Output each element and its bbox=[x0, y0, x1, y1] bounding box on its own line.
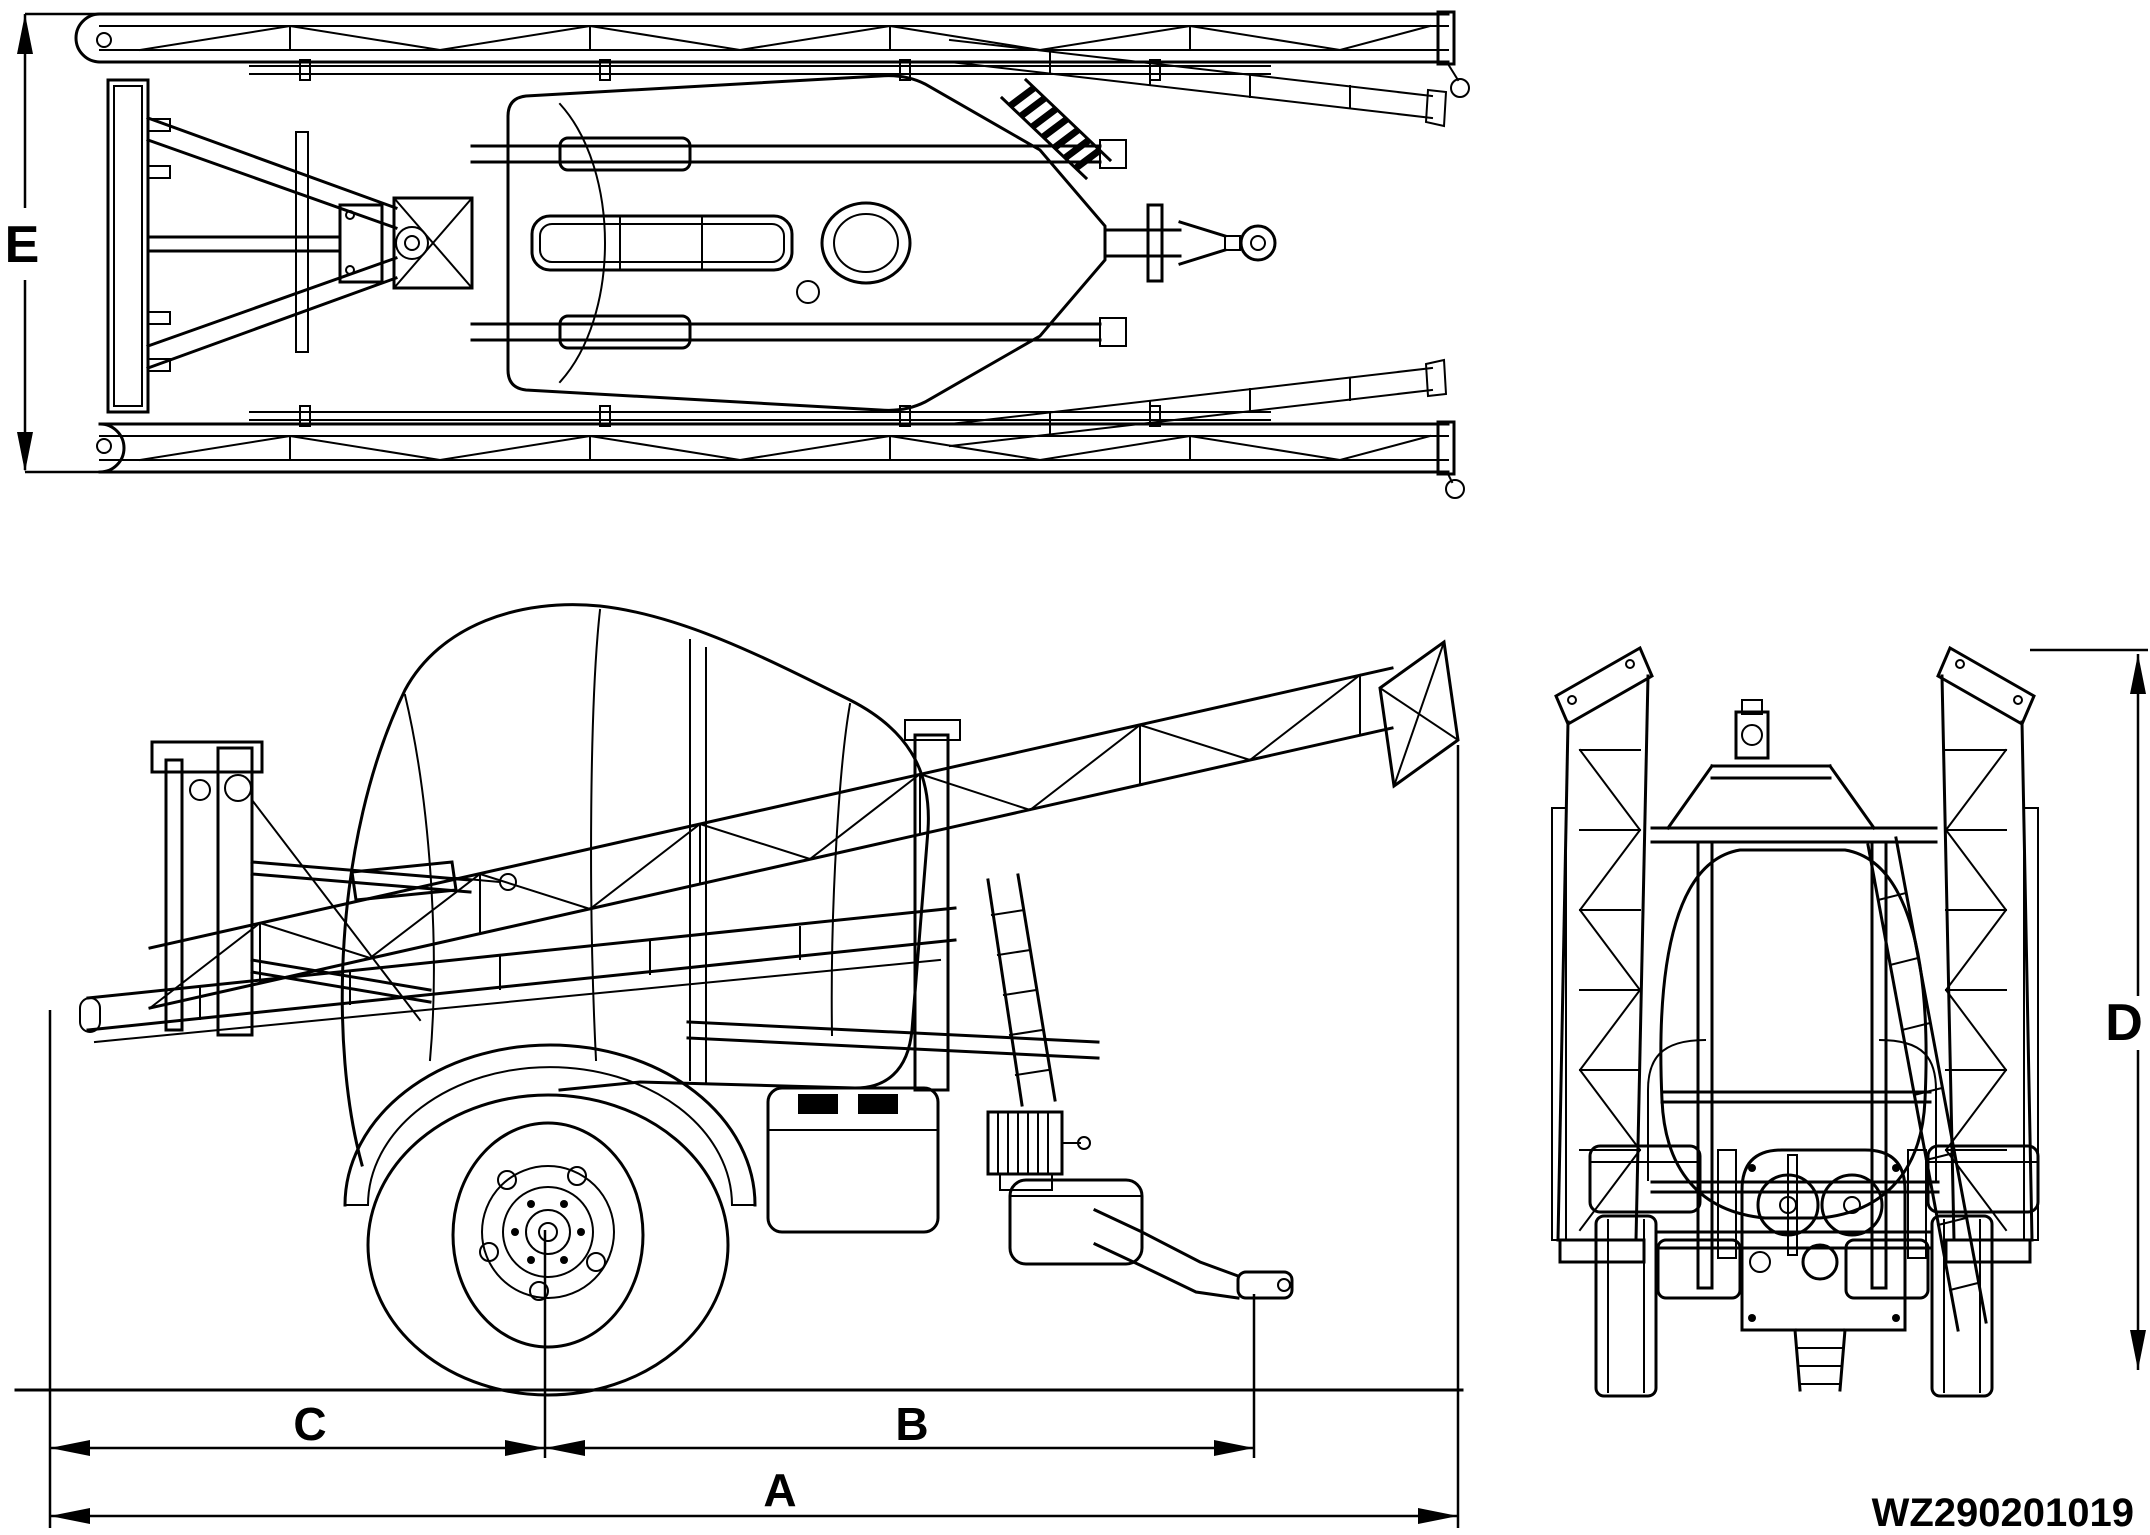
arrowhead-down-icon bbox=[17, 432, 33, 472]
arrowhead-left-icon bbox=[50, 1440, 90, 1456]
arrowhead-up-icon bbox=[2130, 654, 2146, 694]
arrowhead-down-icon bbox=[2130, 1330, 2146, 1370]
hub bbox=[526, 1210, 570, 1254]
pump-motor bbox=[988, 1112, 1090, 1190]
rear-pump bbox=[1718, 1150, 1926, 1390]
side-view bbox=[16, 605, 1462, 1395]
fold-tower-left bbox=[1552, 648, 1652, 1262]
boom-truss-side bbox=[80, 642, 1458, 1042]
dim-label-B: B bbox=[895, 1398, 928, 1450]
hitch-ring-top bbox=[1241, 226, 1275, 260]
rim bbox=[453, 1123, 643, 1347]
rear-frame bbox=[1652, 842, 1938, 1288]
rear-mast-and-ladder bbox=[905, 720, 1055, 1105]
dimension-extension-lines bbox=[50, 745, 1458, 1528]
rear-tire-left bbox=[1596, 1216, 1656, 1396]
dimension-B: B bbox=[545, 1398, 1254, 1456]
dim-label-E: E bbox=[5, 216, 40, 274]
boom-truss-top bbox=[76, 12, 1469, 126]
dim-label-C: C bbox=[293, 1398, 326, 1450]
fender bbox=[345, 1045, 755, 1205]
dimension-C: C bbox=[50, 1398, 545, 1456]
dimension-E: E bbox=[5, 14, 168, 472]
top-view bbox=[76, 12, 1469, 498]
rear-tire-right bbox=[1932, 1216, 1992, 1396]
ladder-top-view bbox=[1002, 80, 1110, 178]
dimension-D: D bbox=[2030, 650, 2148, 1370]
arrowhead-left-icon bbox=[545, 1440, 585, 1456]
hitch-eye bbox=[1278, 1279, 1290, 1291]
link-arms bbox=[472, 138, 1126, 348]
boom-truss-bottom bbox=[97, 360, 1464, 498]
chassis-box bbox=[768, 1088, 938, 1232]
tank-top-view bbox=[508, 76, 1105, 411]
wheel bbox=[368, 1095, 728, 1395]
drawbar-top-view bbox=[1105, 205, 1275, 281]
rinse-tank bbox=[1010, 1180, 1142, 1264]
arrowhead-right-icon bbox=[1418, 1508, 1458, 1524]
center-frame bbox=[148, 118, 472, 368]
fold-tower-right bbox=[1938, 648, 2038, 1262]
tank-side-view bbox=[342, 605, 928, 1165]
chassis-rear bbox=[688, 1022, 1292, 1298]
tire bbox=[368, 1095, 728, 1395]
arrowhead-left-icon bbox=[50, 1508, 90, 1524]
tank-rear-view bbox=[1648, 850, 1936, 1255]
dim-label-D: D bbox=[2105, 994, 2143, 1052]
rear-tires bbox=[1596, 1216, 1992, 1396]
drawbar-side bbox=[1095, 1210, 1292, 1298]
arrowhead-up-icon bbox=[17, 14, 33, 54]
drawing-number: WZ290201019 bbox=[1872, 1491, 2134, 1535]
arrowhead-right-icon bbox=[1214, 1440, 1254, 1456]
dimension-A: A bbox=[50, 1464, 1458, 1524]
boom-center-rest bbox=[1652, 700, 1936, 842]
dim-label-A: A bbox=[763, 1464, 796, 1516]
rear-fenders bbox=[1590, 1146, 2038, 1298]
arrowhead-right-icon bbox=[505, 1440, 545, 1456]
rear-view bbox=[1552, 648, 2038, 1396]
hydraulic-cylinder bbox=[352, 862, 456, 900]
